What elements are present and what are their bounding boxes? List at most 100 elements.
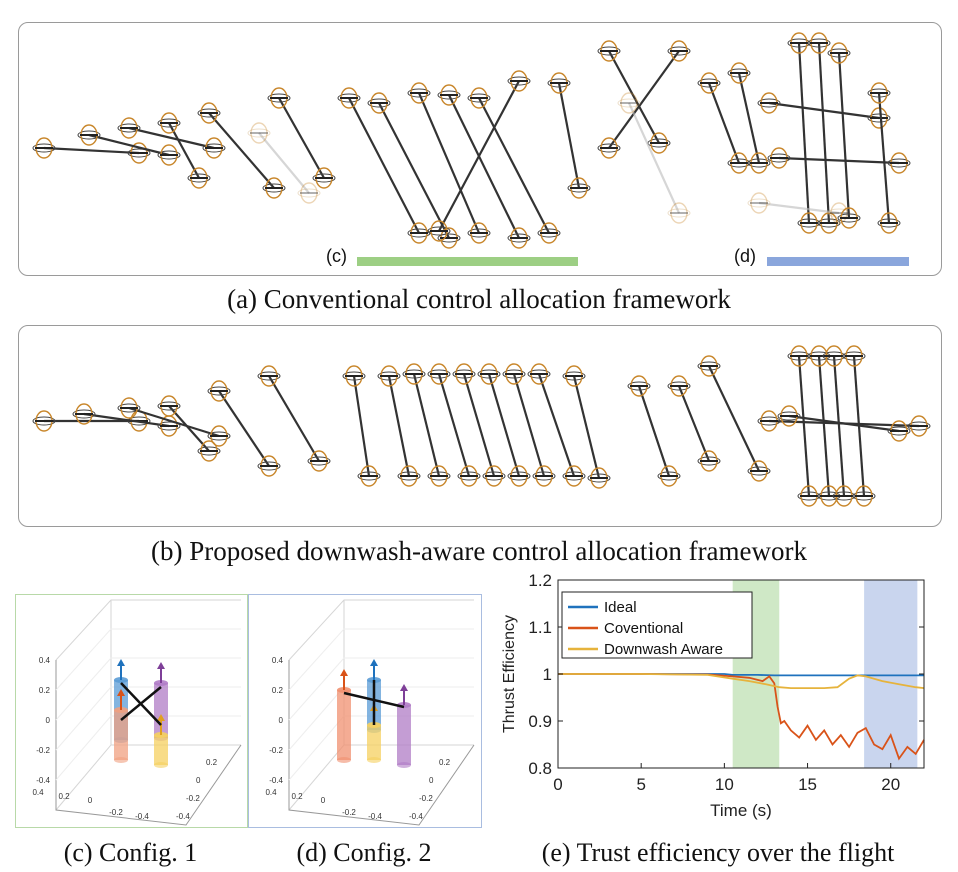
- x-tick-label: 10: [715, 775, 734, 794]
- drone-rotor: [507, 76, 531, 86]
- grid-line: [55, 686, 112, 751]
- x-tick-label: 0.4: [265, 788, 277, 797]
- thrust-arrowhead: [117, 659, 125, 666]
- drone-rotor: [452, 369, 476, 379]
- drone-rotor: [427, 471, 451, 481]
- drone-rotor: [532, 471, 556, 481]
- cylinder-bottom: [154, 762, 168, 768]
- drone-link: [88, 133, 170, 157]
- drone-link: [412, 373, 441, 477]
- drone-link: [627, 102, 681, 214]
- drone-rotor: [367, 98, 391, 108]
- drone-link: [512, 373, 546, 477]
- drone-rotor: [377, 371, 401, 381]
- drone-rotor: [567, 183, 591, 193]
- grid-line: [288, 686, 345, 751]
- drone-link: [387, 375, 411, 477]
- drone-rotor: [837, 213, 861, 223]
- drone-link: [817, 42, 831, 224]
- drone-rotor: [407, 88, 431, 98]
- drone-rotor: [757, 416, 781, 426]
- axis-box-top: [55, 599, 241, 661]
- drone-rotor: [562, 471, 586, 481]
- z-tick-label: -0.2: [269, 746, 283, 755]
- drone-rotor: [187, 173, 211, 183]
- drone-rotor: [727, 68, 751, 78]
- drone-rotor: [267, 93, 291, 103]
- thrust-arrowhead: [117, 689, 125, 696]
- y-tick-label: 0: [196, 776, 201, 785]
- drone-rotor: [747, 158, 771, 168]
- drone-rotor: [297, 188, 321, 198]
- y-tick-label: 0.2: [206, 758, 218, 767]
- drone-rotor: [757, 98, 781, 108]
- drone-rotor: [427, 369, 451, 379]
- drone-link: [278, 97, 325, 179]
- drone-rotor: [262, 183, 286, 193]
- rotor-thrust-cylinder: [397, 705, 411, 765]
- drone-rotor: [397, 471, 421, 481]
- drone-rotor: [32, 416, 56, 426]
- drone-ring: [670, 202, 688, 224]
- drone-rotor: [667, 46, 691, 56]
- drone-link: [877, 92, 891, 224]
- drone-link: [128, 406, 220, 438]
- drone-rotor: [842, 351, 866, 361]
- thrust-arrowhead: [340, 669, 348, 676]
- drone-rotor: [457, 471, 481, 481]
- drone-rotor: [877, 218, 901, 228]
- drone-link: [572, 375, 601, 479]
- drone-rotor: [817, 218, 841, 228]
- drone-rotor: [197, 108, 221, 118]
- x-tick-label: -0.2: [109, 808, 123, 817]
- x-tick-label: 0.2: [291, 792, 303, 801]
- drone-rotor: [157, 421, 181, 431]
- drone-link: [817, 355, 831, 497]
- x-tick-label: 5: [636, 775, 645, 794]
- drone-rotor: [127, 148, 151, 158]
- cylinder-bottom: [397, 762, 411, 768]
- drone-rotor: [202, 143, 226, 153]
- drone-rotor: [807, 38, 831, 48]
- drone-link: [708, 365, 760, 472]
- panel-b-drone-trajectory: [32, 345, 931, 507]
- drone-rotor: [507, 471, 531, 481]
- drone-rotor: [307, 456, 331, 466]
- drone-rotor: [342, 371, 366, 381]
- drone-rotor: [257, 371, 281, 381]
- drone-link: [608, 50, 680, 149]
- caption-a: (a) Conventional control allocation fram…: [227, 284, 731, 314]
- drone-link: [438, 80, 520, 232]
- drone-rotor: [467, 93, 491, 103]
- drone-link: [268, 375, 320, 462]
- series-line: [558, 673, 925, 689]
- y-tick-label: 0.2: [439, 758, 451, 767]
- drone-link: [778, 156, 900, 165]
- drone-rotor: [697, 78, 721, 88]
- drone-ring: [620, 92, 638, 114]
- panel-a-frame: [18, 22, 942, 276]
- drone-link: [437, 373, 471, 477]
- y-tick-label: 1.1: [528, 618, 552, 637]
- rotor-thrust-cylinder: [367, 725, 381, 760]
- z-tick-label: 0: [279, 716, 284, 725]
- thrust-arrowhead: [157, 662, 165, 669]
- drone-link: [417, 92, 481, 234]
- drone-rotor: [657, 471, 681, 481]
- drone-link: [478, 97, 550, 234]
- marker-d-label: (d): [734, 246, 756, 266]
- drone-rotor: [827, 48, 851, 58]
- drone-link: [348, 97, 420, 234]
- drone-rotor: [597, 143, 621, 153]
- drone-link: [758, 201, 840, 215]
- panel-a-drone-trajectory: [32, 32, 911, 249]
- x-tick-label: 0: [88, 796, 93, 805]
- drone-link: [797, 355, 811, 497]
- caption-c: (c) Config. 1: [63, 838, 198, 867]
- thrust-arrowhead: [157, 714, 165, 721]
- axis-box-back: [55, 600, 112, 811]
- drone-rotor: [547, 78, 571, 88]
- drone-ring: [830, 202, 848, 224]
